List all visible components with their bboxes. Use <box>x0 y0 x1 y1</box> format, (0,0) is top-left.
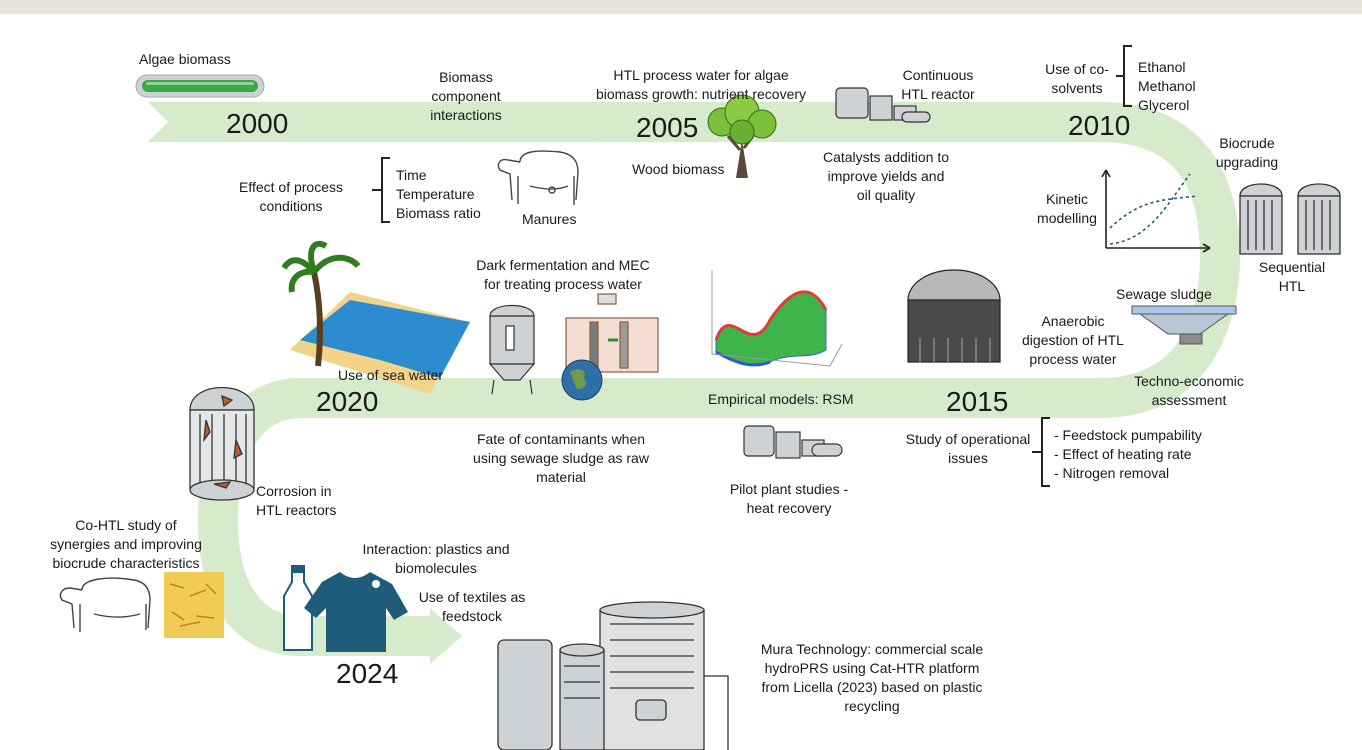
timeline-path <box>148 102 1240 664</box>
sea-water-label: Use of sea water <box>338 367 444 383</box>
corrosion-reactor-icon <box>189 386 255 501</box>
surface-plot-icon <box>711 270 843 367</box>
plant-icon <box>497 601 729 750</box>
cow-icon <box>59 577 151 632</box>
chart-icon <box>1101 169 1211 253</box>
wood-biomass-label: Wood biomass <box>632 161 725 177</box>
year-2015: 2015 <box>946 386 1009 417</box>
operational-list: - Feedstock pumpability- Effect of heati… <box>1054 427 1202 481</box>
palm-icon <box>281 240 470 394</box>
tree-icon <box>707 94 777 178</box>
shirt-icon <box>304 572 408 652</box>
year-2005: 2005 <box>636 112 699 143</box>
cow-icon <box>497 150 579 205</box>
digester-icon <box>907 269 1001 363</box>
cosolvent-bracket <box>1116 45 1132 107</box>
straw-bale-icon <box>164 572 224 638</box>
pilot-plant-icon <box>743 425 843 459</box>
manures-label: Manures <box>522 211 577 227</box>
operational-bracket <box>1032 417 1050 487</box>
cosolvents-label: Use of co-solvents <box>1045 61 1109 96</box>
pilot-plant-label: Pilot plant studies -heat recovery <box>729 481 849 516</box>
vessel-icon <box>1239 183 1341 255</box>
year-2024: 2024 <box>336 658 399 689</box>
bottle-icon <box>283 565 313 651</box>
conditions-bracket <box>372 157 390 223</box>
algae-biomass-label: Algae biomass <box>139 51 231 67</box>
year-2010: 2010 <box>1068 110 1131 141</box>
fermenter-icon <box>488 305 536 395</box>
algae-tube-icon <box>135 74 265 98</box>
year-2000: 2000 <box>226 108 289 139</box>
earth-icon <box>561 359 603 401</box>
reactor-icon <box>835 87 931 123</box>
year-2020: 2020 <box>316 386 379 417</box>
empirical-models-label: Empirical models: RSM <box>708 391 854 407</box>
sewage-sludge-label: Sewage sludge <box>1116 286 1212 302</box>
top-border <box>0 0 1362 14</box>
clarifier-icon <box>1131 305 1237 345</box>
